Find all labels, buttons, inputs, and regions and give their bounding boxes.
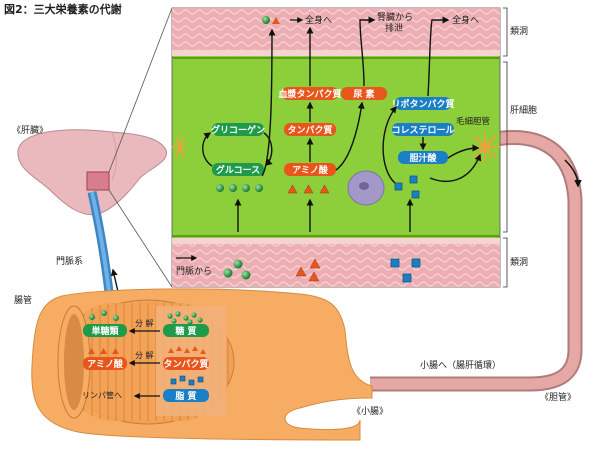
decompose-label-2: 分 解: [135, 350, 154, 360]
svg-text:グルコース: グルコース: [216, 164, 260, 176]
sinusoid-top-label: 類洞: [510, 26, 528, 37]
box-plasma-protein: 血漿タンパク質: [278, 87, 342, 100]
sinusoid-bottom-label: 類洞: [510, 257, 528, 268]
box-lipoprotein: リポタンパク質: [391, 97, 455, 110]
sinusoid-glucose-balls: [223, 259, 251, 280]
svg-text:アミノ酸: アミノ酸: [292, 164, 329, 176]
kidney-label-line2: 排泄: [385, 22, 403, 34]
enterohepatic-label: 小腸へ（腸肝循環）: [420, 359, 501, 371]
box-glucose: グルコース: [212, 163, 264, 176]
box-lipid-intestine: 脂 質: [163, 389, 209, 402]
portal-vein-label: 門脈系: [56, 255, 83, 267]
liver-zoom-box: [86, 171, 110, 191]
box-bile-acid: 胆汁酸: [398, 151, 448, 164]
intestine-glucose-balls: [89, 310, 203, 325]
box-urea: 尿 素: [341, 87, 387, 100]
bile-canaliculus-label: 毛細胆管: [456, 116, 490, 127]
svg-text:タンパク質: タンパク質: [287, 124, 332, 136]
svg-text:タンパク質: タンパク質: [163, 358, 208, 370]
figure-title: 図2：三大栄養素の代謝: [4, 2, 122, 16]
svg-text:グリコーゲン: グリコーゲン: [211, 124, 265, 136]
intestine-amino-triangles: [88, 346, 206, 354]
svg-text:血漿タンパク質: 血漿タンパク質: [278, 88, 341, 100]
box-amino-acid-intestine: アミノ酸: [83, 357, 127, 370]
small-intestine-label: 《小腸》: [352, 406, 388, 417]
svg-text:脂 質: 脂 質: [174, 390, 196, 402]
hepatocyte-panel: [171, 7, 501, 288]
box-protein-intestine: タンパク質: [163, 357, 209, 370]
svg-text:リポタンパク質: リポタンパク質: [391, 98, 454, 110]
to-body-label-2: 全身へ: [452, 14, 479, 26]
cell-amino-triangles: [287, 184, 330, 194]
liver-label: 《肝臓》: [12, 125, 48, 136]
from-portal-label: 門脈から: [176, 265, 212, 277]
to-lymph-label: リンパ管へ: [82, 390, 122, 400]
bile-duct-label: 《胆管》: [540, 391, 576, 403]
cell-lipid-cubes: [394, 175, 420, 199]
svg-text:単糖類: 単糖類: [91, 325, 119, 337]
kidney-label-line1: 腎臓から: [377, 12, 413, 23]
box-protein-cell: タンパク質: [284, 123, 336, 136]
to-body-label-1: 全身へ: [305, 14, 332, 26]
box-cholesterol: コレステロール: [391, 123, 455, 136]
flow-arrows: [202, 16, 482, 232]
intestinal-tract-label: 腸管: [14, 294, 32, 306]
box-amino-acid-cell: アミノ酸: [284, 163, 336, 176]
box-monosaccharide: 単糖類: [83, 324, 127, 337]
intestine-lipid-cubes: [170, 375, 204, 386]
svg-text:胆汁酸: 胆汁酸: [409, 152, 437, 164]
svg-text:コレステロール: コレステロール: [391, 125, 454, 136]
cell-glucose-balls: [216, 184, 263, 192]
box-glycogen: グリコーゲン: [211, 123, 265, 136]
svg-text:アミノ酸: アミノ酸: [87, 358, 124, 370]
svg-text:糖 質: 糖 質: [175, 325, 196, 337]
decompose-label-1: 分 解: [135, 318, 154, 328]
hepatocyte-label: 肝細胞: [510, 104, 537, 116]
sinusoid-amino-triangles: [295, 258, 321, 282]
sinusoid-lipid-cubes: [390, 258, 421, 283]
box-sugar: 糖 質: [163, 324, 209, 337]
svg-text:尿 素: 尿 素: [353, 88, 374, 100]
